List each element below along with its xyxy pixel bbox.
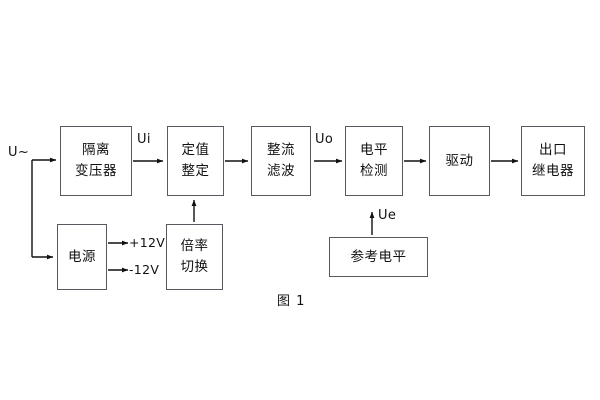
block-drive[interactable]: 驱动 bbox=[429, 126, 490, 196]
block-line: 切换 bbox=[180, 259, 209, 275]
block-setting-value[interactable]: 定值 整定 bbox=[167, 126, 224, 196]
label-rail-positive: +12V bbox=[129, 235, 166, 250]
block-rectify-filter[interactable]: 整流 滤波 bbox=[251, 126, 311, 196]
block-line: 参考电平 bbox=[350, 248, 407, 265]
block-isolation-transformer[interactable]: 隔离 变压器 bbox=[60, 126, 132, 196]
label-uo: Uo bbox=[315, 132, 334, 147]
block-power-supply[interactable]: 电源 bbox=[57, 224, 107, 290]
label-ui: Ui bbox=[137, 132, 151, 147]
block-line: 倍率 bbox=[180, 238, 209, 255]
block-line: 出口 bbox=[539, 142, 567, 159]
block-multiplier-switch[interactable]: 倍率 切换 bbox=[166, 224, 223, 290]
label-ue: Ue bbox=[378, 208, 397, 223]
label-rail-negative: -12V bbox=[129, 262, 160, 277]
label-input-voltage: U~ bbox=[8, 145, 30, 160]
block-line: 整流 bbox=[267, 142, 295, 159]
block-reference-level[interactable]: 参考电平 bbox=[329, 237, 428, 277]
block-level-detect[interactable]: 电平 检测 bbox=[345, 126, 403, 196]
block-line: 隔离 bbox=[82, 142, 110, 159]
block-line: 电平 bbox=[360, 142, 388, 159]
block-line: 驱动 bbox=[445, 152, 474, 169]
block-line: 继电器 bbox=[532, 163, 574, 179]
block-line: 整定 bbox=[181, 163, 210, 179]
block-line: 定值 bbox=[181, 142, 210, 159]
block-line: 滤波 bbox=[267, 163, 295, 179]
block-line: 检测 bbox=[360, 163, 388, 179]
block-line: 变压器 bbox=[75, 163, 117, 179]
block-line: 电源 bbox=[68, 248, 96, 265]
block-output-relay[interactable]: 出口 继电器 bbox=[521, 126, 585, 196]
figure-caption: 图 1 bbox=[277, 294, 306, 309]
